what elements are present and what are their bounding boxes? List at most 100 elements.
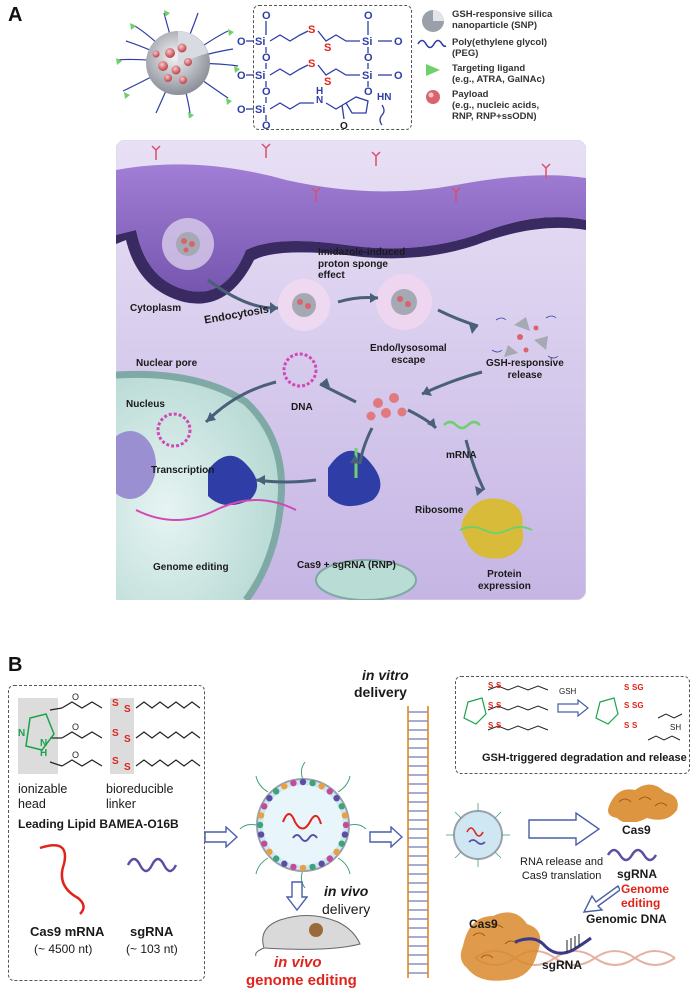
legend-icon-snp [422, 10, 444, 32]
cas9-mrna-name: Cas9 mRNA [30, 924, 105, 939]
mouse-icon [255, 915, 361, 957]
chem-o-8: O [394, 36, 403, 48]
lnp-lipid-bead [299, 864, 307, 872]
in-vivo-editing-rest: genome editing [246, 972, 357, 989]
lnp-lipid-bead [261, 840, 268, 847]
cell-illustration [116, 140, 586, 600]
lnp-lipid-bead [281, 860, 288, 867]
chem-o-2: O [262, 52, 271, 64]
sgrna-top-label: sgRNA [617, 867, 658, 881]
cas9-mrna-icon [39, 844, 85, 915]
chem-o-6: O [364, 52, 373, 64]
label-mrna: mRNA [446, 450, 477, 461]
lnp-lipid-bead [261, 803, 268, 810]
chem-n: N [316, 95, 323, 106]
lnp-lipid-bead [257, 831, 265, 838]
in-vivo-delivery-rest: delivery [322, 901, 371, 917]
lnp-lipid-bead [318, 860, 325, 867]
chem-o-1: O [262, 10, 271, 22]
lnp-lipid-bead [326, 855, 334, 862]
cas9-complex-bottom [460, 912, 676, 981]
label-ionizable-head: ionizable head [18, 782, 68, 811]
lipid-structure: N N H O O O S S S S S S [18, 692, 201, 774]
cas9-mrna-length: (~ 4500 nt) [34, 942, 93, 956]
deg-s-2: S [496, 681, 502, 690]
chem-o-10: O [237, 36, 246, 48]
lnp-lipid-bead [299, 778, 307, 786]
lnp-lipid-bead [290, 779, 297, 787]
chem-h: H [316, 86, 323, 97]
lnp-lipid-bead [326, 788, 334, 795]
legend-icon-peg [417, 39, 447, 49]
lipid-n-1: N [18, 728, 25, 739]
label-protein-expression: Protein expression [478, 569, 531, 592]
chem-carbonyl-o: O [340, 121, 348, 130]
cas9-bottom-label: Cas9 [469, 917, 498, 931]
legend-text-ligand: Targeting ligand (e.g., ATRA, GalNAc) [452, 63, 545, 85]
chem-si-4: Si [362, 36, 372, 48]
cas9-top-label: Cas9 [622, 823, 651, 837]
cas9-protein-top [608, 784, 678, 822]
lnp-lipid-bead [338, 840, 345, 847]
sgrna-top-icon [606, 848, 658, 862]
deg-s-10: S [632, 721, 638, 730]
sgrna-icon [126, 857, 178, 873]
silica-structure-box [253, 5, 412, 130]
lnp-lipid-bead [290, 863, 297, 871]
chem-o-9: O [394, 70, 403, 82]
deg-s-6: S [496, 721, 502, 730]
label-rnp: Cas9 + sgRNA (RNP) [297, 560, 396, 571]
arrow-genome-editing [582, 884, 620, 913]
chem-o-5: O [364, 10, 373, 22]
sgrna-length: (~ 103 nt) [126, 942, 178, 956]
lnp-lipid-bead [341, 812, 349, 819]
label-nuclear-pore: Nuclear pore [136, 358, 198, 369]
label-ribosome: Ribosome [415, 505, 464, 516]
label-release: GSH-responsive release [486, 358, 564, 381]
lipid-o-3: O [72, 750, 79, 760]
rna-release-label: RNA release and Cas9 translation [520, 856, 604, 882]
lnp-lipid-bead [338, 803, 345, 810]
lnp-lipid-bead [256, 821, 264, 829]
deg-s-7: S [624, 683, 630, 692]
deg-s-4: S [496, 701, 502, 710]
deg-sg-1: SG [632, 683, 644, 692]
lipid-n-2: N [40, 738, 47, 749]
arrow-to-lnp [204, 826, 238, 848]
sgrna-bottom-label: sgRNA [542, 958, 583, 972]
lnp-lipid-bead [309, 863, 316, 871]
label-nucleus: Nucleus [126, 399, 165, 410]
chem-si-5: Si [362, 70, 372, 82]
chem-s-2: S [324, 42, 331, 54]
lnp-lipid-bead [341, 831, 349, 838]
chem-o-12: O [237, 104, 246, 116]
label-bioreducible-linker: bioreducible linker [106, 782, 174, 811]
degradation-label: GSH-triggered degradation and release [482, 752, 687, 764]
deg-s-5: S [488, 721, 494, 730]
lnp-lipid-bead [342, 821, 350, 829]
lipid-o-1: O [72, 692, 79, 702]
degradation-box [455, 676, 690, 774]
chem-si-1: Si [255, 36, 265, 48]
deg-sg-2: SG [632, 701, 644, 710]
lnp-lipid-bead [272, 855, 280, 862]
sgrna-name: sgRNA [130, 924, 174, 939]
lnp-lipid-bead [333, 794, 340, 802]
panel-a-letter: A [8, 4, 23, 26]
chem-o-3: O [262, 86, 271, 98]
lnp-lipid-bead [257, 812, 265, 819]
in-vitro-delivery-rest: delivery [354, 684, 407, 700]
lnp-lipid-bead [281, 783, 288, 790]
legend-text-snp: GSH-responsive silica nanoparticle (SNP) [452, 9, 553, 31]
lnp-lipid-bead [318, 783, 325, 790]
genomic-dna-label: Genomic DNA [586, 912, 667, 926]
lipid-s-2: S [124, 704, 131, 715]
genome-editing-label: Genome editing [621, 882, 670, 910]
deg-s-1: S [488, 681, 494, 690]
label-dna: DNA [291, 402, 313, 413]
lipid-o-2: O [72, 722, 79, 732]
nanoparticle-illustration [116, 10, 240, 118]
lipid-h: H [40, 748, 47, 759]
chem-si-3: Si [255, 104, 265, 116]
